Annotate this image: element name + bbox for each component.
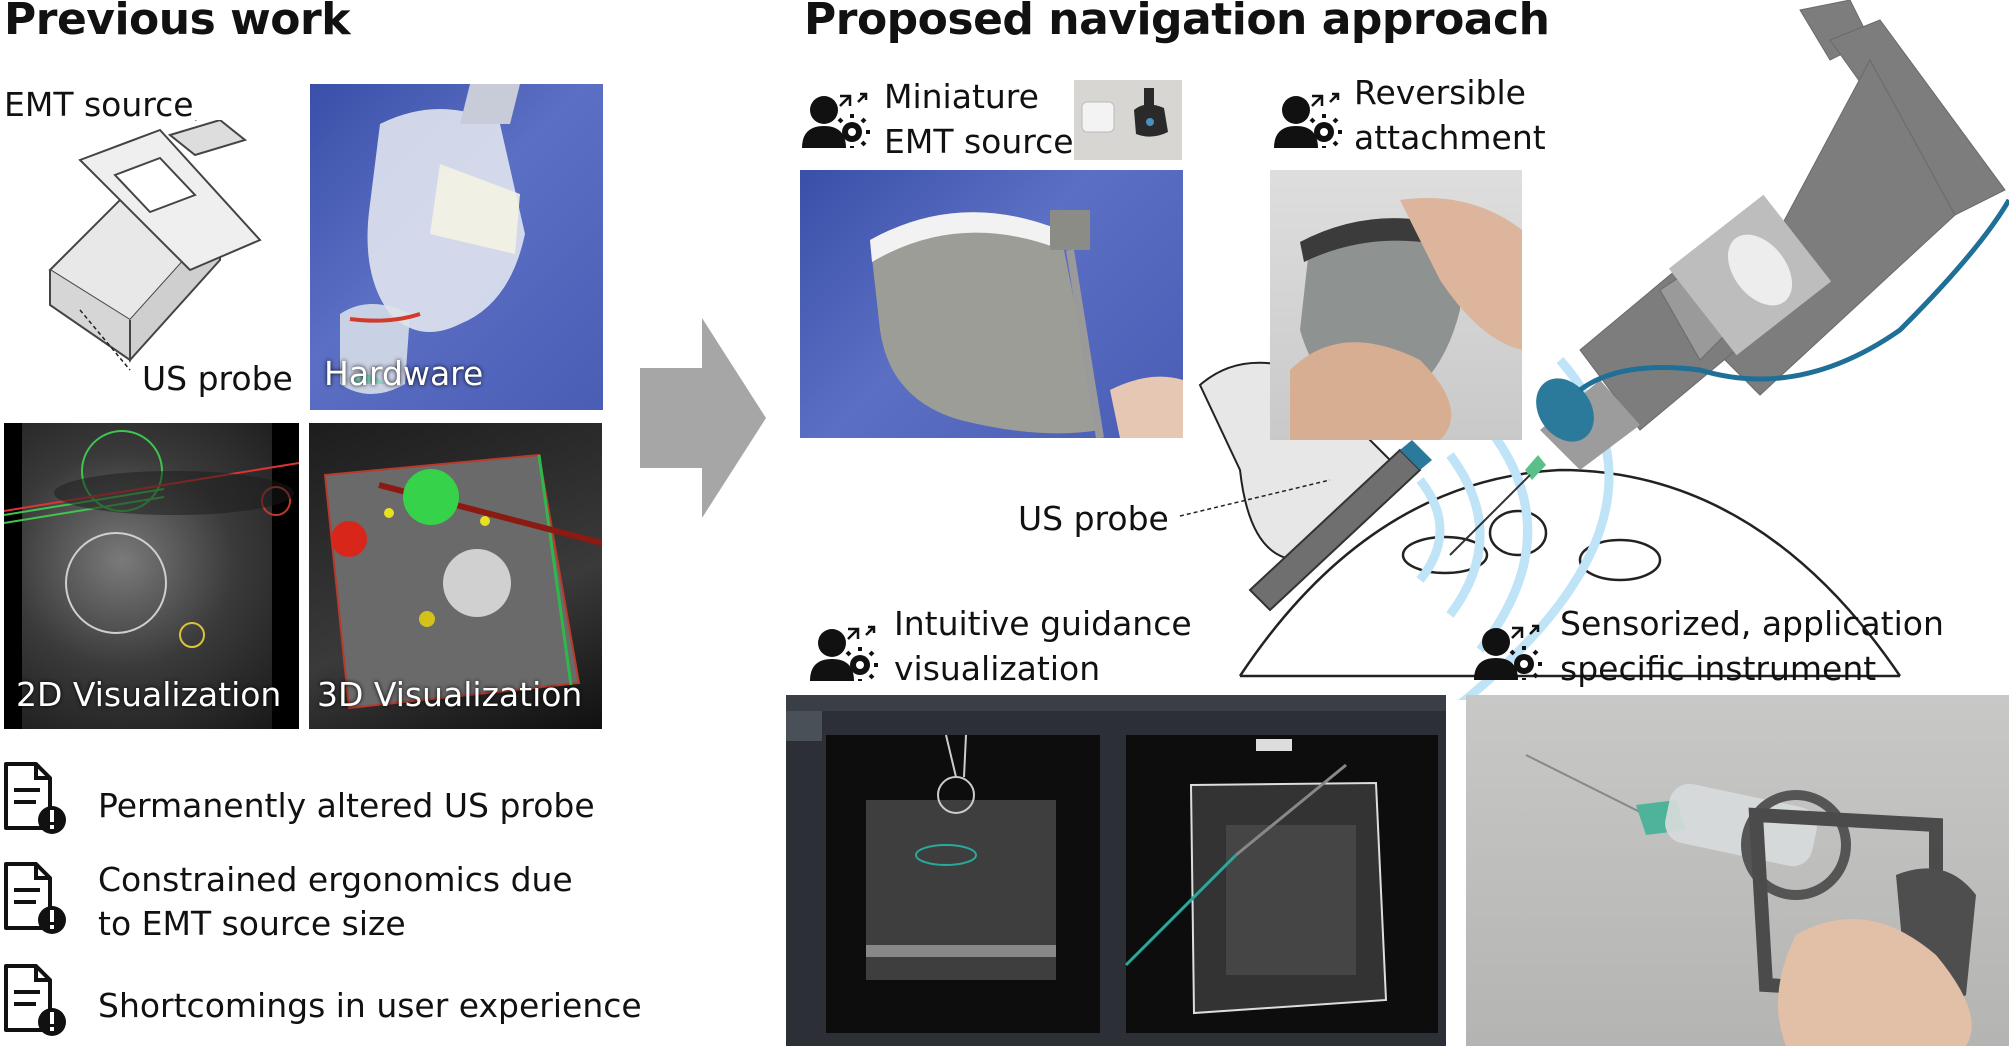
user-gear-icon [810,625,878,681]
miniature-label-line1: Miniature [884,77,1039,116]
probe-photo [800,170,1183,438]
miniature-source-photo [1074,80,1182,160]
visualization-3d-image: 3D Visualization [309,423,602,729]
document-warning-icon [4,762,66,834]
guidance-label-line2: visualization [894,649,1101,688]
previous-work-title: Previous work [4,0,350,45]
guidance-software-screenshot [786,695,1446,1046]
user-gear-icon [1474,624,1542,680]
issue-2-text-line2: to EMT source size [98,904,406,943]
instrument-photo [1466,695,2009,1046]
hardware-label: Hardware [324,354,484,393]
issue-1-text: Permanently altered US probe [98,786,595,825]
instrument-label-line1: Sensorized, application [1560,604,1944,643]
issue-2-text-line1: Constrained ergonomics due [98,860,573,899]
document-warning-icon [4,964,66,1036]
visualization-3d-label: 3D Visualization [317,675,583,714]
attachment-photo [1270,170,1522,440]
right-arrow-icon [640,318,766,518]
reversible-label-line1: Reversible [1354,73,1526,112]
guidance-label-line1: Intuitive guidance [894,604,1192,643]
document-warning-icon [4,862,66,934]
reversible-label-line2: attachment [1354,118,1546,157]
issue-3-text: Shortcomings in user experience [98,986,642,1025]
us-probe-label-right: US probe [1018,499,1169,538]
us-probe-label-left: US probe [142,359,293,398]
miniature-label-line2: EMT source [884,122,1074,161]
user-gear-icon [1274,92,1342,148]
visualization-2d-label: 2D Visualization [16,675,282,714]
visualization-2d-image: 2D Visualization [4,423,299,729]
probe-line-drawing [48,120,262,371]
instrument-label-line2: specific instrument [1560,649,1877,688]
navigation-schematic [1179,0,2009,700]
proposed-approach-title: Proposed navigation approach [804,0,1550,45]
hardware-photo: Hardware [310,84,603,410]
emt-source-label: EMT source [4,85,194,124]
user-gear-icon [802,92,870,148]
